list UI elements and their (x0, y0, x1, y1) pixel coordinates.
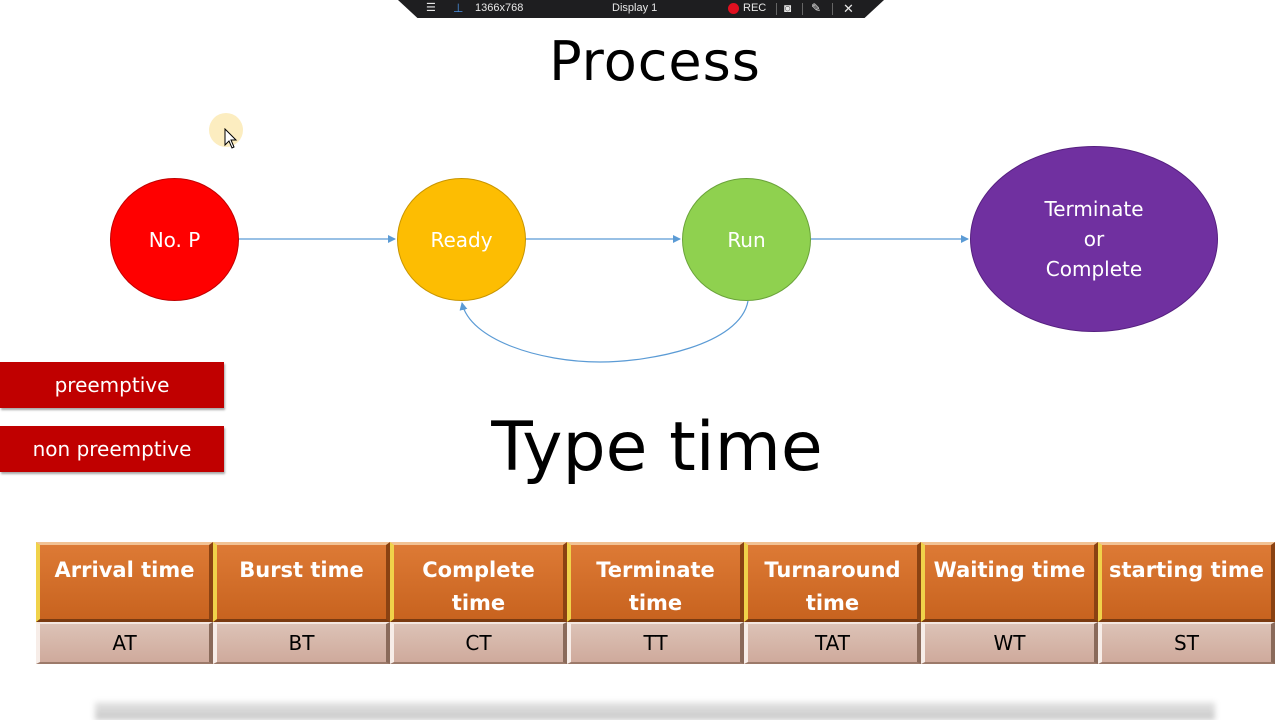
recorder-toolbar: ☰ ⊥ 1366x768 Display 1 REC ◙ ✎ ✕ (398, 0, 884, 18)
toolbar-divider (802, 3, 803, 15)
time-name-cell: Turnaround time (744, 542, 921, 622)
time-abbr-cell: TT (567, 622, 744, 664)
time-column: Waiting time WT (921, 542, 1098, 664)
edge-run-to-ready (459, 300, 749, 363)
node-new-process: No. P (110, 178, 239, 301)
menu-icon[interactable]: ☰ (426, 2, 436, 14)
time-abbr-cell: TAT (744, 622, 921, 664)
time-abbr-cell: ST (1098, 622, 1275, 664)
node-terminate-line-1: Terminate (1044, 197, 1144, 221)
node-terminate-line-2: or (1083, 227, 1105, 251)
toolbar-divider (832, 3, 833, 15)
node-ready: Ready (397, 178, 526, 301)
time-column: starting time ST (1098, 542, 1275, 664)
time-column: Turnaround time TAT (744, 542, 921, 664)
time-name-cell: Terminate time (567, 542, 744, 622)
pen-icon[interactable]: ✎ (811, 1, 822, 15)
preemptive-button[interactable]: preemptive (0, 362, 224, 408)
node-terminate: Terminate or Complete (970, 146, 1218, 332)
time-column: Terminate time TT (567, 542, 744, 664)
time-name-cell: Waiting time (921, 542, 1098, 622)
slide-subtitle: Type time (491, 408, 823, 487)
time-name-cell: Complete time (390, 542, 567, 622)
recorder-resolution: 1366x768 (475, 2, 524, 14)
recorder-rec-label[interactable]: REC (743, 2, 767, 14)
slide-bottom-shadow (95, 702, 1215, 720)
time-abbr-cell: WT (921, 622, 1098, 664)
time-name-cell: Arrival time (36, 542, 213, 622)
time-types-table: Arrival time AT Burst time BT Complete t… (36, 542, 1276, 664)
time-abbr-cell: AT (36, 622, 213, 664)
node-terminate-line-3: Complete (1045, 257, 1143, 281)
time-column: Arrival time AT (36, 542, 213, 664)
recorder-display[interactable]: Display 1 (612, 2, 658, 14)
time-name-cell: Burst time (213, 542, 390, 622)
non-preemptive-button[interactable]: non preemptive (0, 426, 224, 472)
node-run: Run (682, 178, 811, 301)
time-column: Complete time CT (390, 542, 567, 664)
toolbar-divider (776, 3, 777, 15)
camera-icon[interactable]: ◙ (784, 1, 792, 15)
close-icon[interactable]: ✕ (843, 1, 854, 16)
pin-icon[interactable]: ⊥ (453, 1, 464, 15)
time-column: Burst time BT (213, 542, 390, 664)
time-abbr-cell: CT (390, 622, 567, 664)
cursor-icon (224, 128, 238, 149)
time-abbr-cell: BT (213, 622, 390, 664)
slide-title: Process (549, 30, 761, 93)
record-icon[interactable] (728, 3, 739, 14)
time-name-cell: starting time (1098, 542, 1275, 622)
